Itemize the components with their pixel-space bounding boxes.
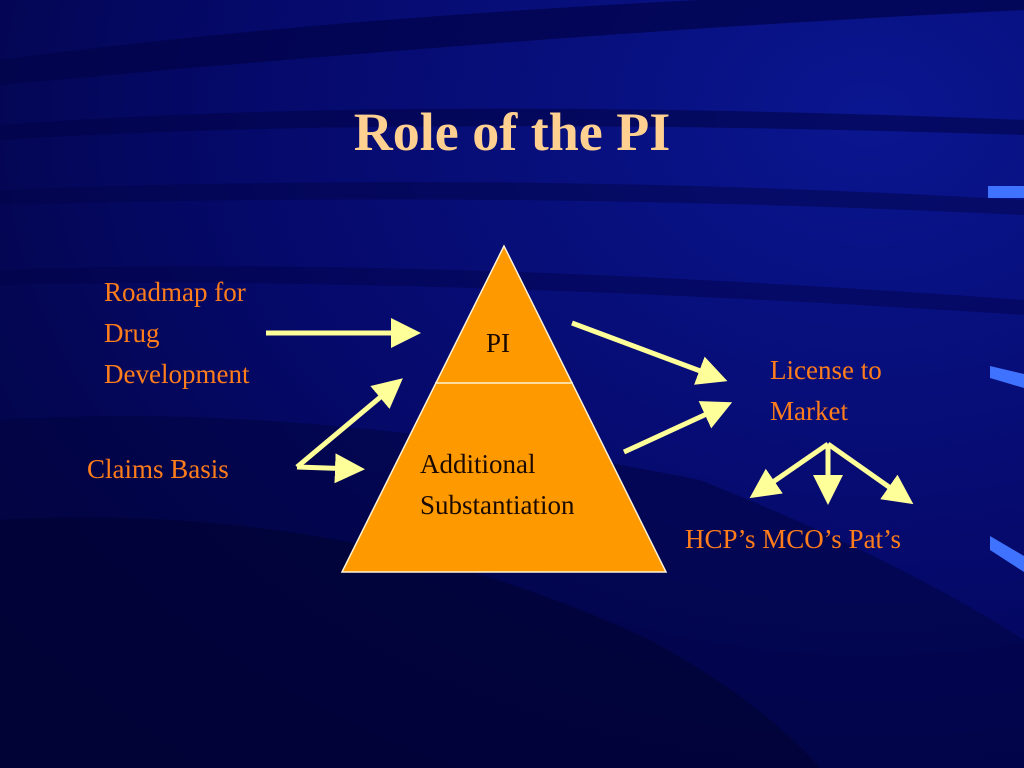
audiences-label: HCP’s MCO’s Pat’s [685,524,902,554]
swoosh-3 [0,182,1024,215]
swoosh-6 [0,517,820,768]
arrow-claims-to-substantiation [296,453,365,484]
edge-mark-1 [988,186,1024,198]
swoosh-2 [0,108,1024,140]
pyramid [340,244,668,573]
arrow-license-to-hcp [749,441,830,499]
swoosh-1 [0,0,1024,85]
roadmap-line-3: Development [104,359,250,390]
roadmap-line-1: Roadmap for [104,277,246,307]
arrow-substantiation-to-license [622,401,733,455]
arrow-pi-to-license [571,320,728,385]
pyramid-bottom-line-1: Additional [420,449,536,479]
roadmap-label: Roadmap for Drug Development [104,272,249,395]
pyramid-bottom-line-2: Substantiation [420,490,575,521]
arrow-license-to-pat [826,441,914,505]
edge-mark-2 [990,366,1024,388]
license-line-2: Market [770,396,848,427]
claims-basis-label: Claims Basis [87,454,229,484]
pyramid-top-label: PI [486,328,511,358]
arrow-claims-to-pi [295,378,403,469]
license-line-1: License to [770,355,882,385]
roadmap-line-2: Drug [104,318,160,349]
edge-mark-3 [990,536,1024,572]
pyramid-bottom-label: Additional Substantiation [420,444,575,526]
swoosh-4 [0,266,1024,315]
slide-title: Role of the PI [353,102,671,162]
license-label: License to Market [770,350,882,432]
